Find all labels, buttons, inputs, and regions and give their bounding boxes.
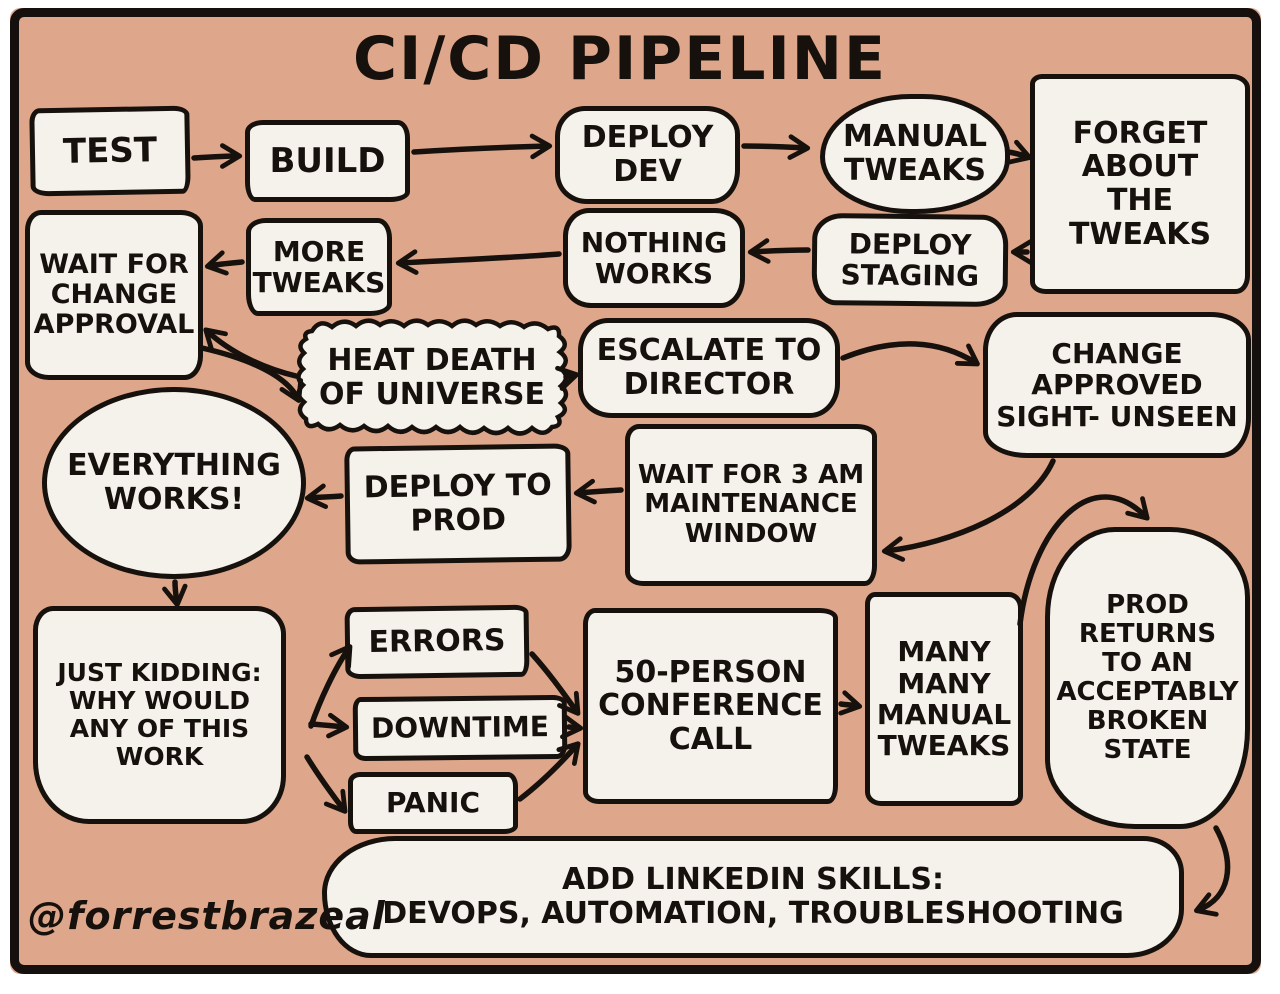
node-escalate-director: ESCALATE TO DIRECTOR	[578, 318, 840, 418]
node-nothing-works: NOTHING WORKS	[563, 208, 745, 308]
node-conference-call: 50-PERSON CONFERENCE CALL	[583, 608, 838, 804]
node-deploy-prod: DEPLOY TO PROD	[344, 443, 572, 565]
node-just-kidding: JUST KIDDING: WHY WOULD ANY OF THIS WORK	[33, 606, 286, 824]
node-test: TEST	[29, 105, 191, 197]
node-build: BUILD	[245, 120, 410, 202]
node-many-manual-tweaks: MANY MANY MANUAL TWEAKS	[865, 592, 1023, 806]
node-linkedin-skills: ADD LINKEDIN SKILLS: DEVOPS, AUTOMATION,…	[322, 836, 1184, 958]
node-more-tweaks: MORE TWEAKS	[246, 218, 392, 316]
node-heat-death: HEAT DEATH OF UNIVERSE	[319, 343, 545, 412]
node-wait-3am-window: WAIT FOR 3 AM MAINTENANCE WINDOW	[625, 424, 877, 586]
node-prod-returns-broken: PROD RETURNS TO AN ACCEPTABLY BROKEN STA…	[1045, 527, 1250, 829]
node-downtime: DOWNTIME	[352, 694, 568, 762]
node-everything-works: EVERYTHING WORKS!	[42, 387, 306, 579]
node-deploy-dev: DEPLOY DEV	[555, 106, 740, 204]
node-wait-change-approval: WAIT FOR CHANGE APPROVAL	[25, 210, 203, 380]
signature: @forrestbrazeal	[28, 894, 386, 938]
page-title: CI/CD PIPELINE	[352, 24, 887, 94]
node-panic: PANIC	[348, 772, 518, 834]
node-forget-tweaks: FORGET ABOUT THE TWEAKS	[1030, 74, 1250, 294]
node-deploy-staging: DEPLOY STAGING	[811, 212, 1009, 308]
node-change-approved: CHANGE APPROVED SIGHT- UNSEEN	[983, 312, 1251, 458]
node-errors: ERRORS	[344, 604, 530, 680]
node-manual-tweaks: MANUAL TWEAKS	[820, 94, 1010, 214]
